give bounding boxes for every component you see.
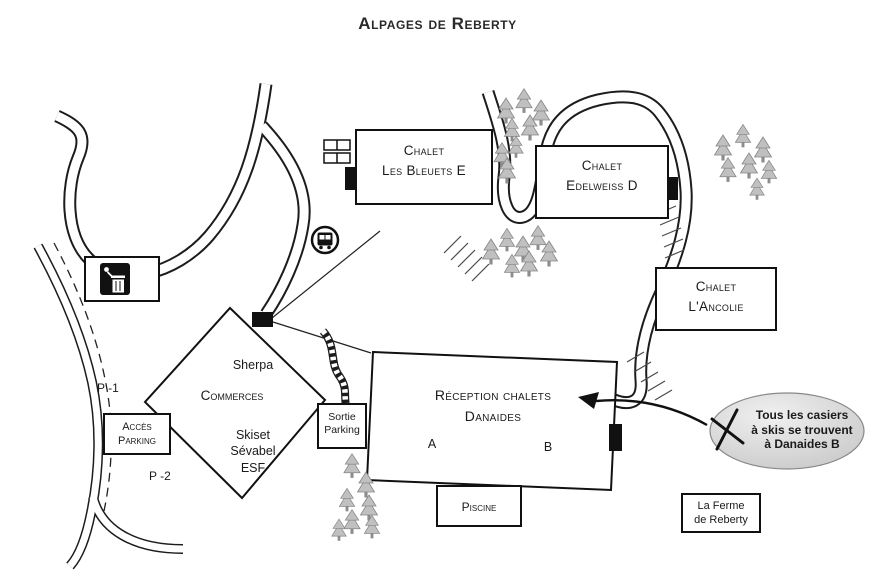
tree-icon: [503, 254, 521, 278]
acces-line2: Parking: [117, 435, 156, 447]
entrance-marker: [667, 177, 678, 200]
sortie-parking-box: [317, 403, 367, 449]
entrance-marker: [609, 424, 622, 451]
reception-line1: Réception chalets: [434, 387, 552, 403]
stairs-path: [319, 328, 352, 413]
tree-icon: [343, 509, 361, 535]
building-reception-danaides: [365, 350, 619, 492]
ski-icon: [710, 408, 745, 451]
tree-icon: [760, 160, 778, 184]
label-chalet-ancolie: Chalet L'Ancolie: [656, 277, 776, 317]
label-sherpa: Sherpa: [232, 358, 274, 372]
tree-icon: [343, 453, 361, 479]
callout-line1: Tous les casiers: [755, 408, 849, 422]
callout-line2: à skis se trouvent: [751, 422, 853, 437]
tree-icon: [529, 225, 547, 251]
container-bins-icon: [323, 139, 351, 164]
reception-line2: Danaides: [464, 408, 522, 424]
parking-level-2-label: P -2: [149, 469, 171, 483]
callout-arrow: [595, 399, 708, 427]
tree-icon: [749, 177, 765, 201]
building-chalet-les-bleuets: [355, 129, 493, 205]
label-acces-parking: Accès Parking: [104, 420, 170, 448]
road-hairpin: [54, 83, 273, 282]
label-chalet-edelweiss: Chalet Edelweiss D: [536, 156, 668, 196]
building-commerces: [143, 306, 327, 500]
chalet-name: Les Bleuets E: [382, 163, 466, 178]
label-commerces: Commerces: [200, 388, 264, 403]
tree-icon: [360, 494, 378, 521]
callout-arrowhead: [578, 392, 599, 409]
label-chalet-les-bleuets: Chalet Les Bleuets E: [356, 141, 492, 181]
parking-hatch: [443, 235, 490, 282]
parking-hatch: [626, 351, 673, 401]
building-chalet-ancolie: [655, 267, 777, 331]
sortie-line1: Sortie: [328, 411, 356, 423]
map-title: Alpages de Reberty: [358, 14, 517, 33]
ferme-line1: La Ferme: [697, 500, 745, 512]
chalet-word: Chalet: [695, 279, 737, 294]
entrance-marker: [345, 167, 356, 190]
tree-icon: [734, 124, 752, 148]
tree-icon: [338, 488, 356, 512]
wing-b-label: B: [543, 440, 553, 454]
bus-stop-icon: [310, 225, 340, 255]
wing-a-label: A: [427, 437, 437, 451]
callout-text: Tous les casiers à skis se trouvent à Da…: [746, 408, 858, 452]
label-sevabel: Sévabel: [230, 444, 276, 458]
tree-icon: [363, 515, 381, 539]
tree-cluster: [714, 124, 778, 201]
acces-parking-box: [103, 413, 171, 455]
label-piscine: Piscine: [461, 500, 497, 514]
callout-bubble: [578, 392, 865, 470]
acces-line1: Accès: [122, 421, 152, 433]
chalet-name: L'Ancolie: [688, 299, 744, 314]
parking-level-1-label: P -1: [97, 381, 119, 395]
ferme-line2: de Reberty: [694, 514, 748, 526]
tree-icon: [482, 238, 500, 265]
junction-marker: [252, 312, 273, 327]
label-reception: Réception chalets Danaides: [373, 385, 613, 427]
chalet-word: Chalet: [581, 158, 623, 173]
tree-icon: [498, 228, 516, 252]
litter-bin-icon: [100, 263, 130, 295]
label-ferme: La Ferme de Reberty: [682, 499, 760, 527]
tree-icon: [719, 157, 737, 183]
callout-line3: à Danaides B: [764, 437, 840, 451]
chalet-name: Edelweiss D: [566, 178, 638, 193]
connector-line: [271, 230, 381, 319]
tree-icon: [532, 99, 550, 126]
label-sortie-parking: Sortie Parking: [318, 411, 366, 437]
label-skiset: Skiset: [235, 428, 271, 442]
tree-cluster: [482, 225, 558, 278]
sortie-line2: Parking: [324, 424, 360, 436]
chalet-word: Chalet: [403, 143, 445, 158]
building-ferme-reberty: [681, 493, 761, 533]
connector-line: [272, 321, 372, 354]
tree-icon: [331, 518, 347, 542]
building-piscine: [436, 485, 522, 527]
tree-icon: [714, 134, 732, 161]
label-esf: ESF: [240, 461, 266, 475]
tree-icon: [515, 88, 533, 114]
tree-icon: [754, 136, 772, 163]
